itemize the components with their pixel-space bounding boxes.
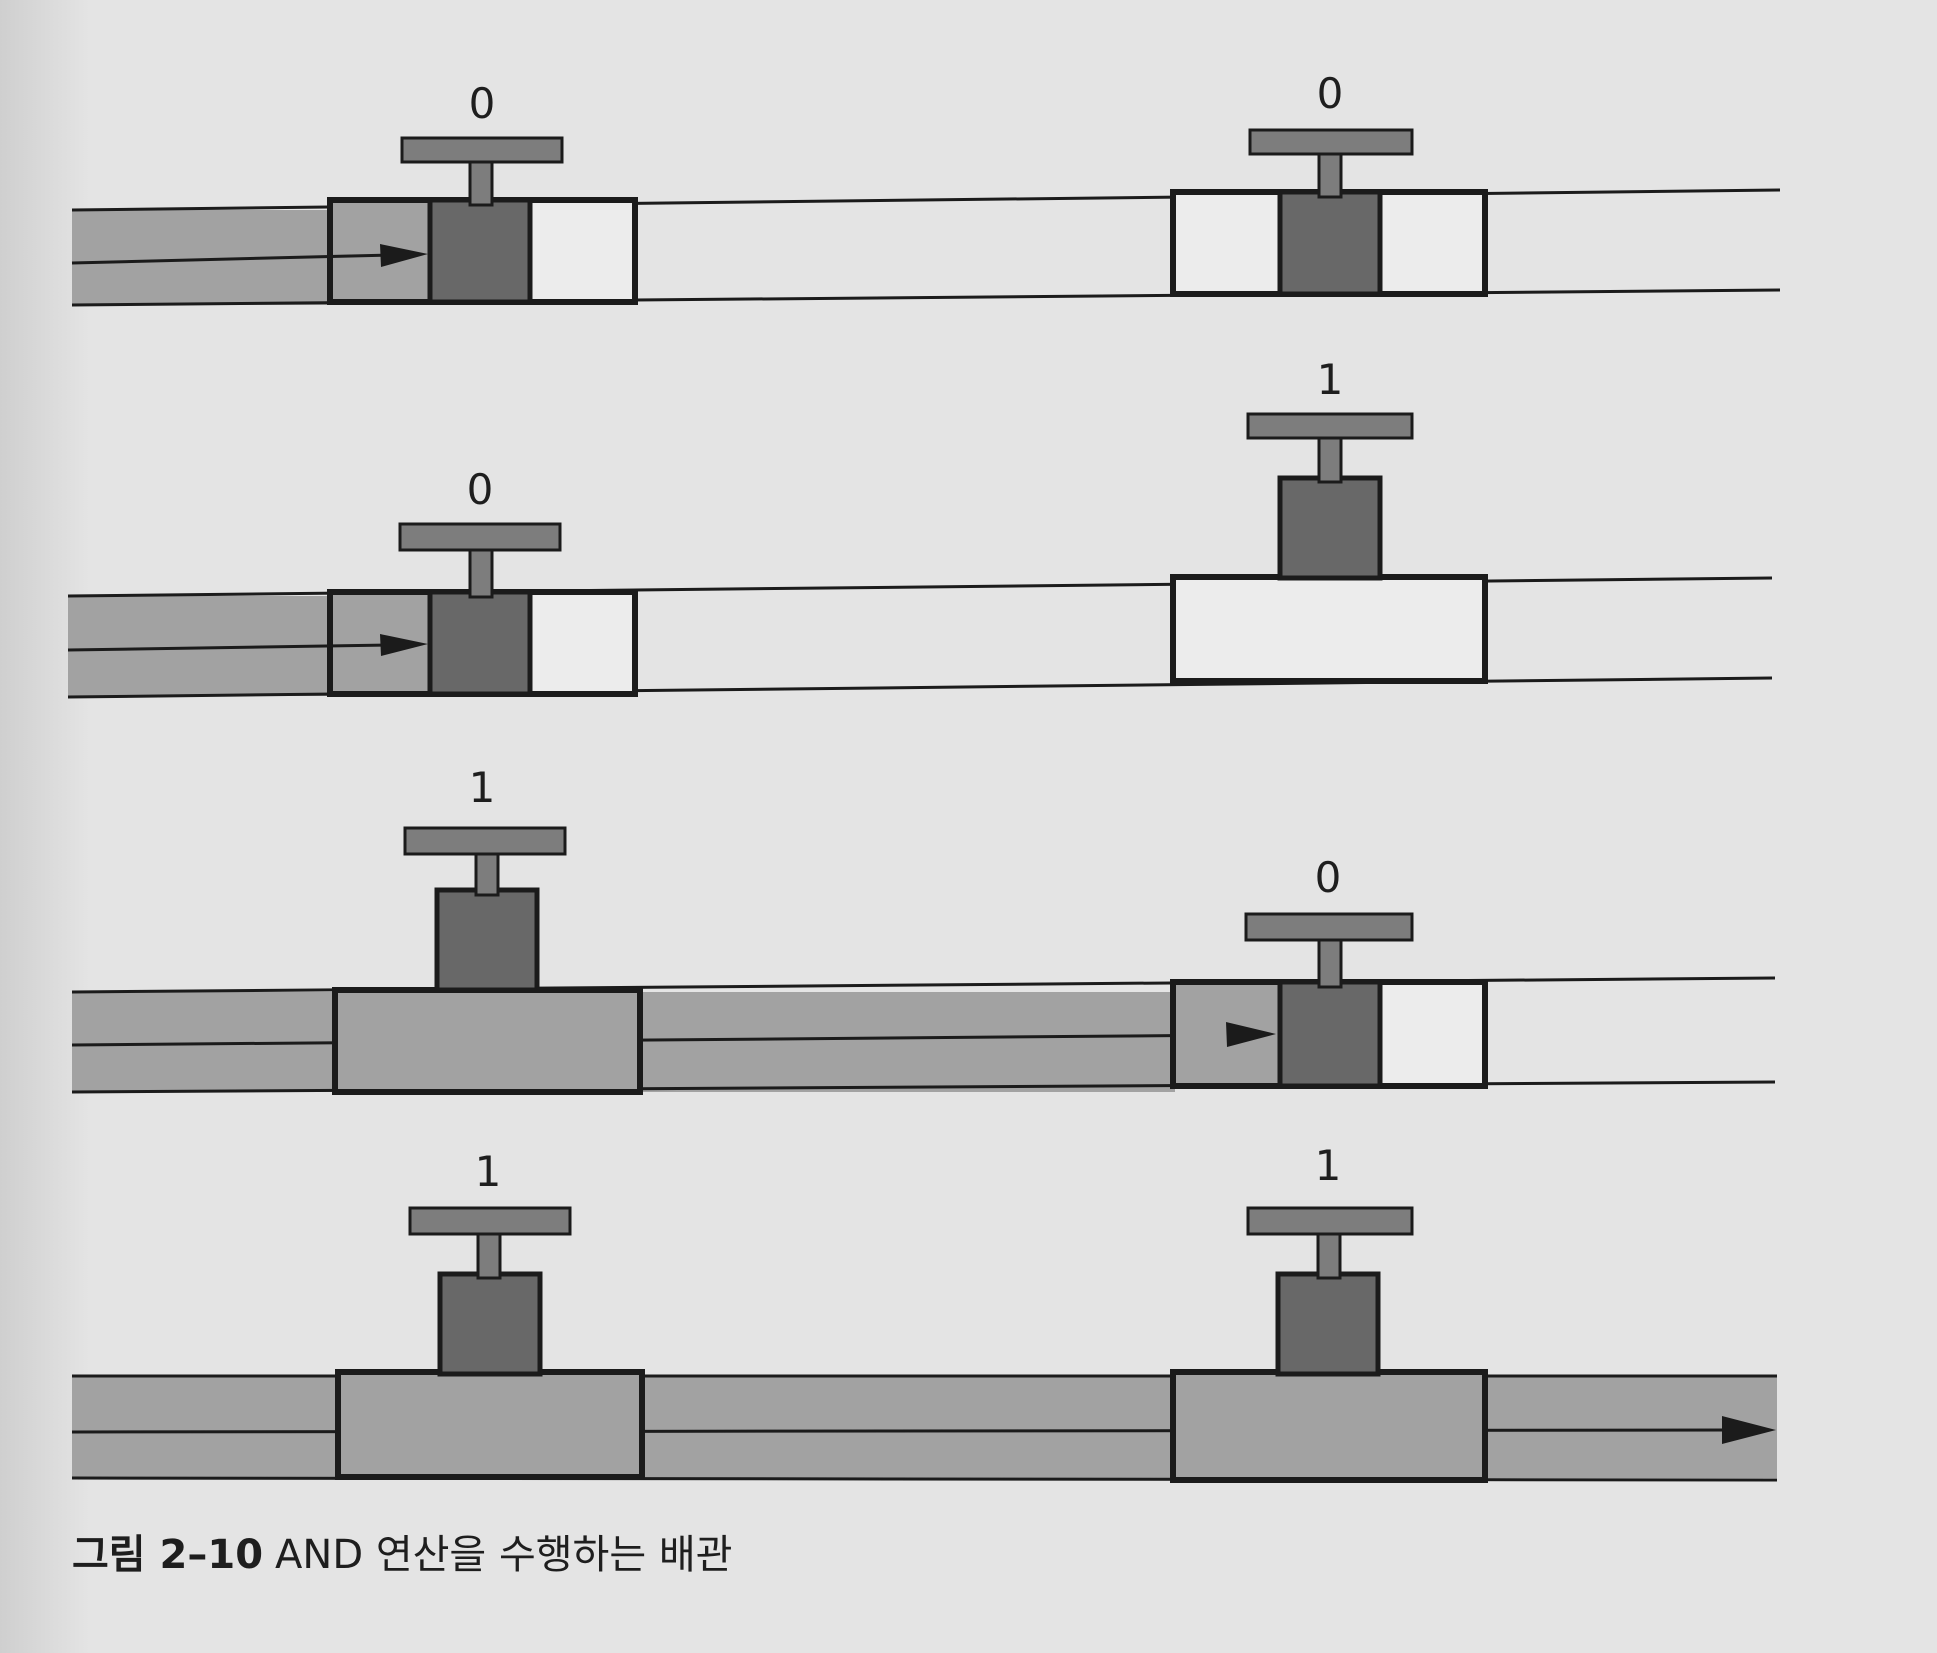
valve-gate [1277, 189, 1383, 297]
flow-arrow-head [1226, 1022, 1276, 1047]
valve-b: 1 [1170, 1141, 1488, 1483]
valve-a: 1 [335, 1147, 645, 1480]
valve-value-label: 1 [1317, 355, 1344, 404]
valve-gate [437, 1271, 543, 1377]
valve-value-label: 1 [1315, 1141, 1342, 1190]
valve-stem [476, 1230, 502, 1280]
valve-handle [1244, 912, 1414, 942]
valve-handle [1248, 128, 1414, 156]
flow-arrow-shaft [71, 1033, 1241, 1047]
valve-stem [1316, 1230, 1342, 1280]
flow-arrow-head [380, 244, 428, 267]
valve-stem [1317, 933, 1343, 989]
valve-value-label: 1 [469, 763, 496, 812]
flow-arrow-head [1722, 1416, 1776, 1444]
valve-stem [474, 848, 500, 897]
valve-value-label: 0 [469, 79, 496, 128]
flow-arrow-shaft [71, 253, 391, 265]
valve-gate [1277, 475, 1383, 581]
pipe-row-1: 0 0 [71, 69, 1781, 307]
valve-b: 0 [1170, 69, 1488, 297]
pipe-wall-bottom [71, 1476, 1778, 1482]
figure-number: 그림 2–10 [72, 1532, 264, 1578]
valve-handle [403, 826, 567, 856]
valve-body [335, 1369, 645, 1480]
valve-gate [1277, 979, 1383, 1089]
water-flow [72, 1376, 1777, 1478]
valve-value-label: 0 [467, 465, 494, 514]
valve-body [1170, 574, 1488, 684]
valve-b: 1 [1170, 355, 1488, 684]
valve-a: 0 [327, 79, 638, 305]
valve-gate [1275, 1271, 1381, 1377]
valve-a: 1 [332, 763, 643, 1095]
valve-a: 0 [327, 465, 638, 697]
valve-gate [427, 197, 533, 305]
valve-value-label: 0 [1317, 69, 1344, 118]
valve-gate [427, 589, 533, 697]
pipe-row-4: 1 1 [71, 1141, 1778, 1483]
valve-handle [398, 522, 562, 552]
valve-body [332, 987, 643, 1095]
valve-value-label: 1 [475, 1147, 502, 1196]
valve-handle [408, 1206, 572, 1236]
figure-title: AND 연산을 수행하는 배관 [275, 1532, 733, 1578]
pipe-wall-top [67, 576, 1773, 598]
pipe-wall-top [71, 976, 1776, 994]
valve-handle [1246, 412, 1414, 440]
valve-body [1170, 1369, 1488, 1483]
flow-arrow-shaft [67, 643, 391, 652]
pipe-row-3: 1 0 [71, 763, 1776, 1095]
valve-gate [434, 887, 540, 993]
water-flow [330, 200, 430, 302]
valve-handle [1246, 1206, 1414, 1236]
valve-b: 0 [1170, 853, 1488, 1089]
valve-handle [400, 136, 564, 164]
pipe-row-2: 0 1 [67, 355, 1773, 699]
flow-arrow-head [380, 634, 428, 656]
valve-value-label: 0 [1315, 853, 1342, 902]
